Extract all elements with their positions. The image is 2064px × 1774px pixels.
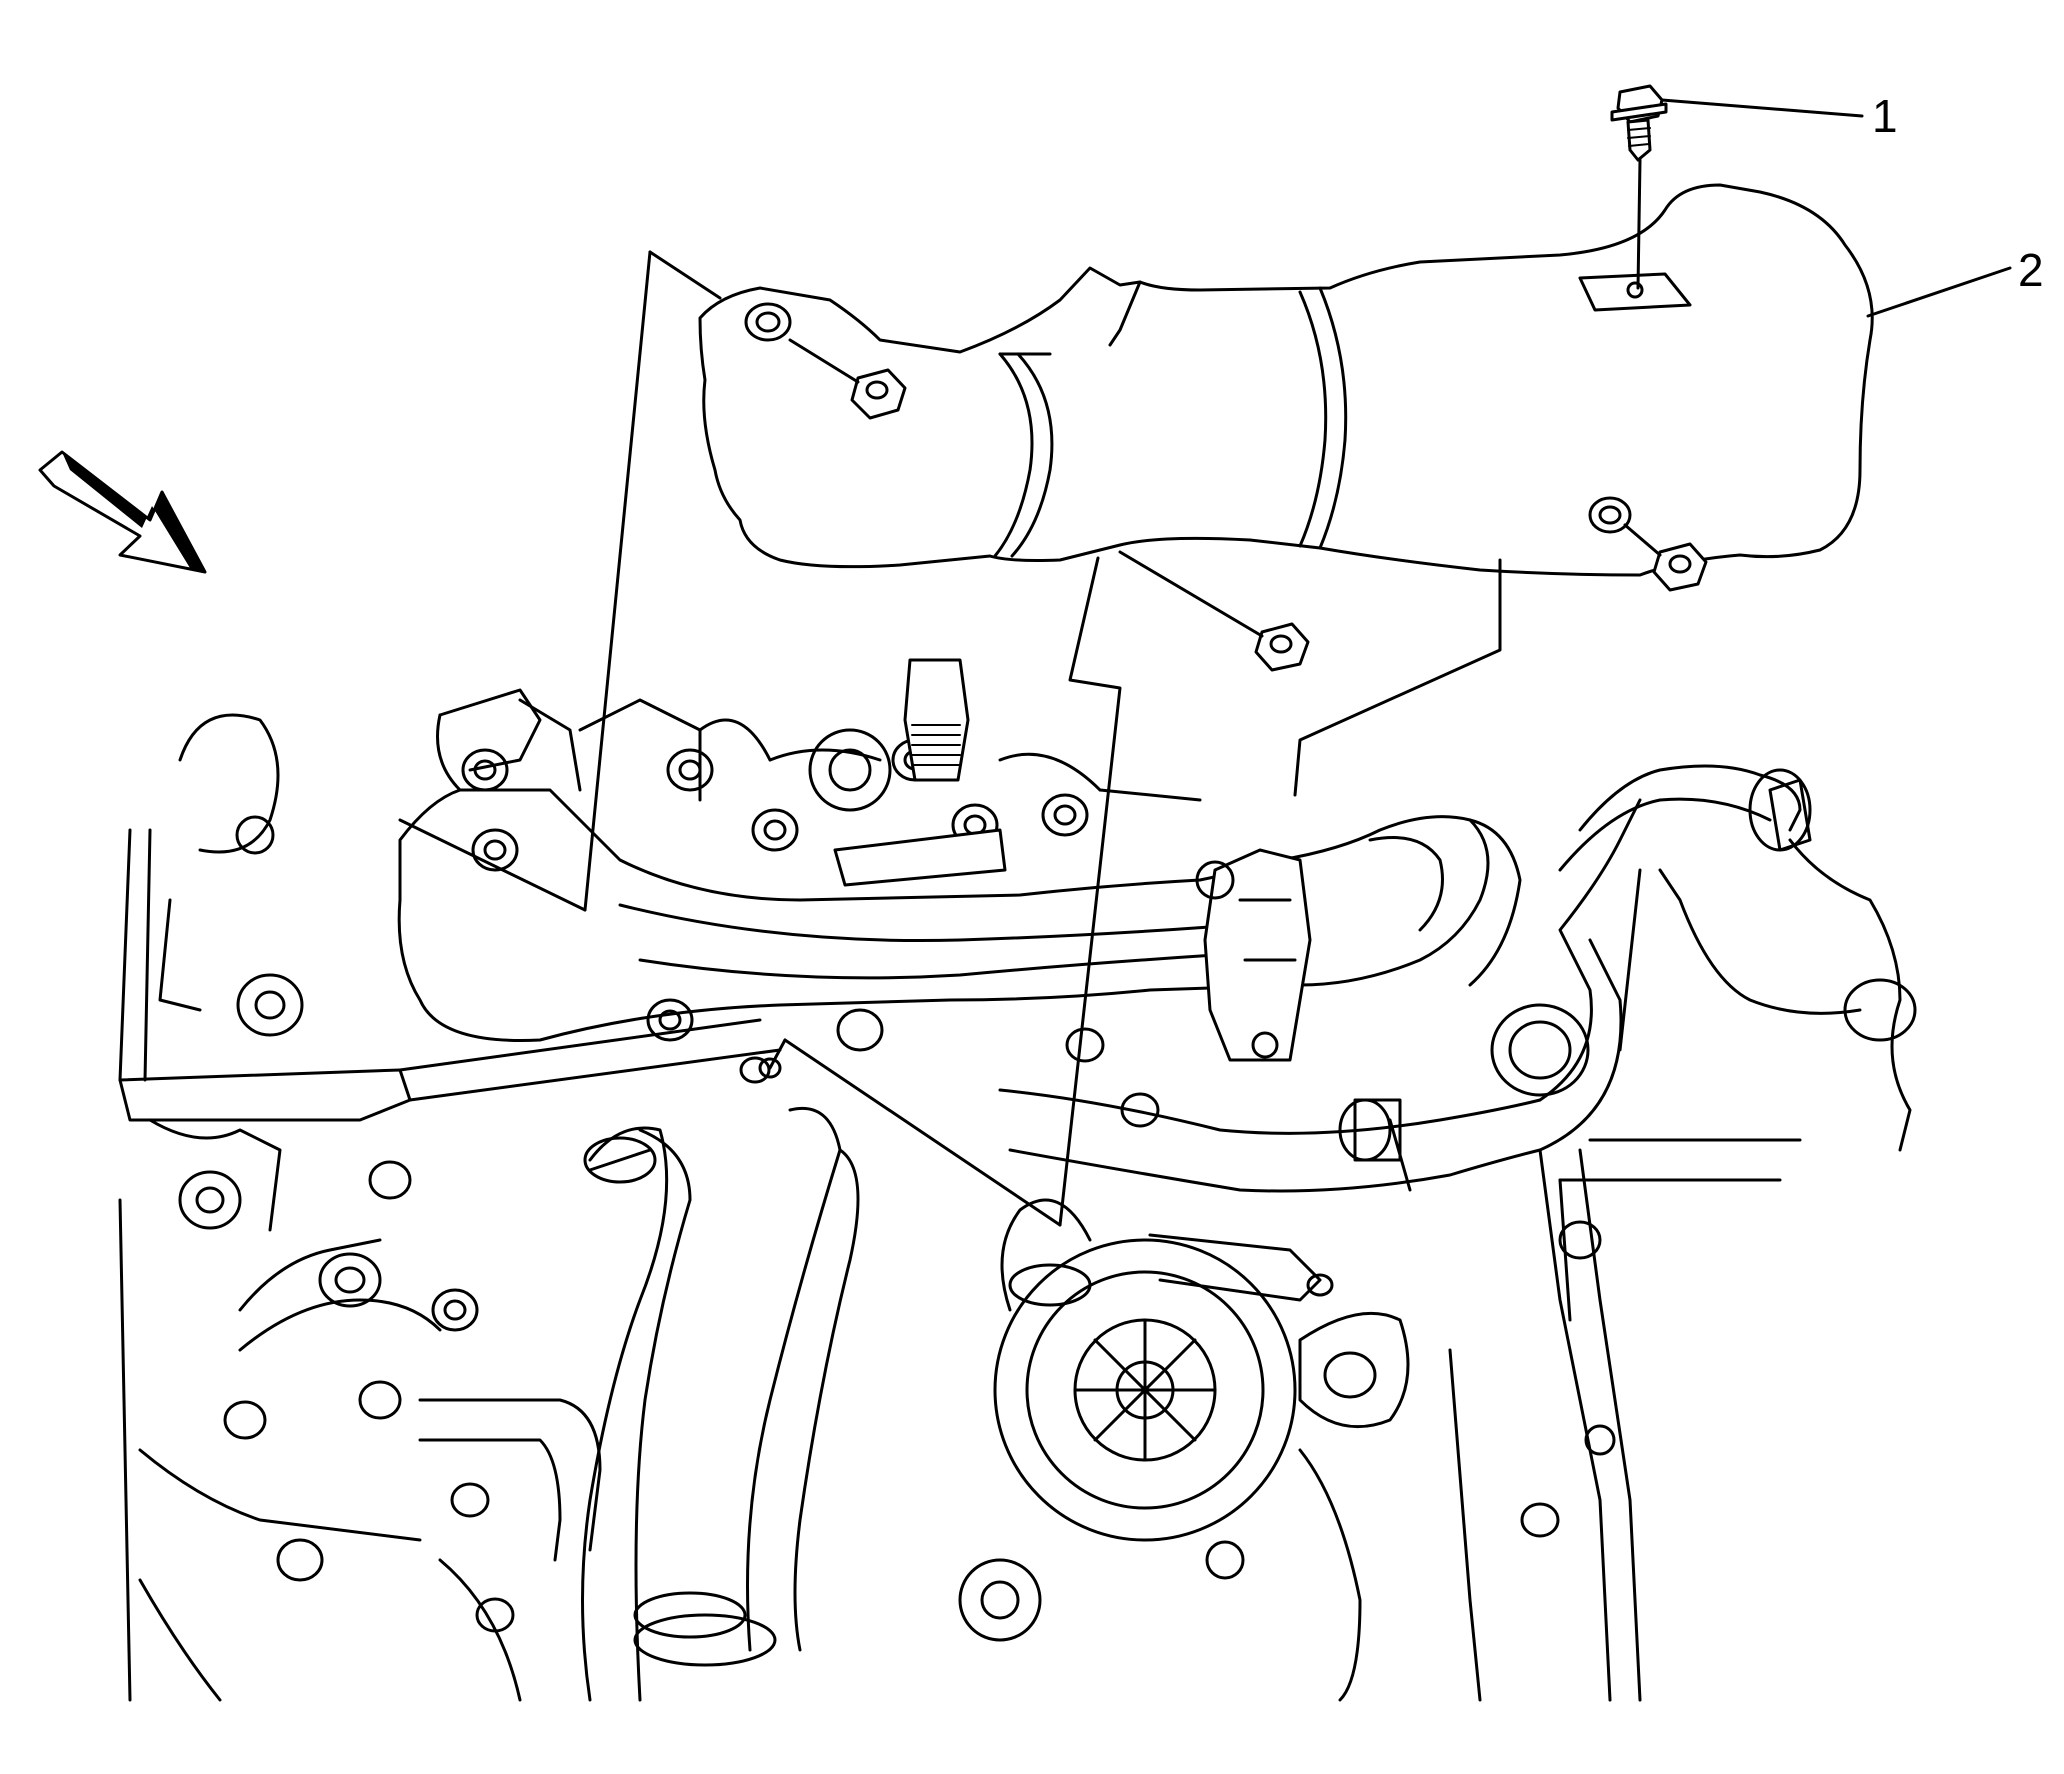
view-direction-arrow — [38, 450, 207, 574]
callout-2: 2 — [1866, 244, 2044, 318]
water-pump — [958, 1198, 1297, 1642]
heat-shield-nut — [788, 338, 907, 420]
svg-text:2: 2 — [2018, 244, 2044, 296]
heat-shield-bolt — [1610, 84, 1668, 290]
exhaust-manifold — [397, 658, 1522, 1128]
engine-left-lower — [118, 1118, 602, 1702]
heat-shield-nut — [1623, 523, 1708, 592]
coolant-hoses — [581, 764, 1917, 1702]
stud — [758, 1038, 787, 1079]
hose-clamp — [583, 768, 1812, 1667]
heat-shield-nut — [1118, 550, 1310, 672]
cylinder-head — [118, 688, 1202, 1122]
engine-block — [1148, 1138, 1802, 1702]
assembly-lines — [398, 250, 1502, 1227]
callout-1: 1 — [1660, 90, 1898, 142]
svg-text:1: 1 — [1872, 90, 1898, 142]
heat-shield — [698, 183, 1874, 577]
